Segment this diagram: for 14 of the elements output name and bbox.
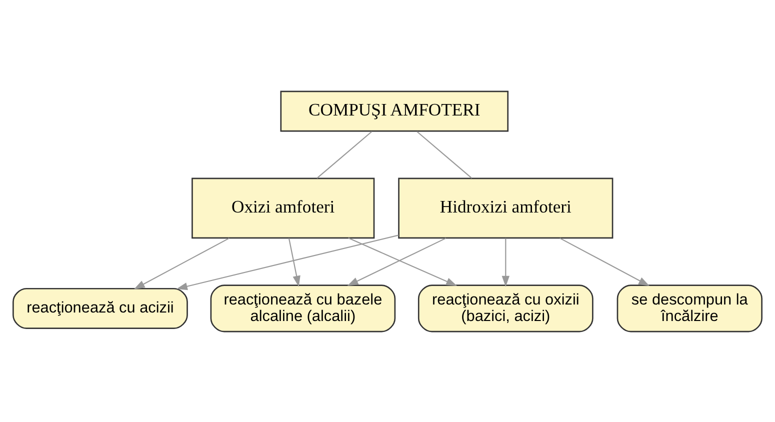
node-box: Oxizi amfoteri [192, 177, 375, 238]
node-box: reacţionează cu oxizii (bazici, acizi) [418, 284, 594, 332]
node-box: reacţionează cu acizii [12, 287, 188, 328]
arrow [560, 237, 650, 286]
arrow [176, 234, 399, 290]
arrow [502, 238, 510, 286]
node-box: COMPUŞI AMFOTERI [280, 90, 509, 132]
connector [316, 130, 372, 178]
node-box: reacţionează cu bazele alcaline (alcalii) [210, 284, 396, 332]
arrow [288, 238, 300, 286]
node-box: Hidroxizi amfoteri [398, 177, 614, 238]
arrow [134, 237, 230, 289]
node-box: se descompun la încălzire [616, 284, 762, 332]
connector [416, 130, 472, 178]
